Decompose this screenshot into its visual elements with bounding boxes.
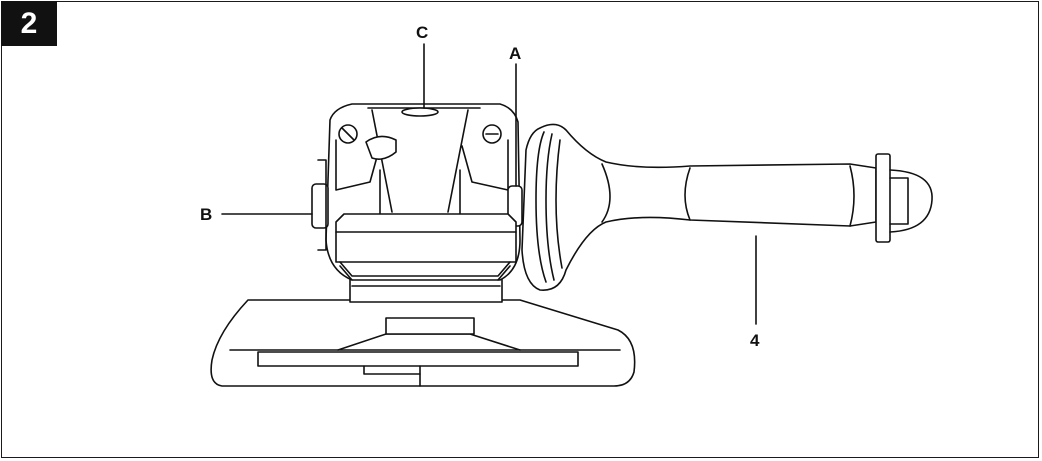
figure-number-badge: 2: [1, 1, 57, 46]
wheel-guard: [210, 295, 636, 387]
gear-head: [311, 103, 523, 281]
callout-b: B: [200, 205, 212, 224]
leader-lines: [221, 43, 757, 325]
callout-4: 4: [750, 331, 760, 350]
callout-c: C: [416, 23, 428, 42]
callout-a: A: [509, 44, 521, 63]
side-handle: [521, 123, 933, 291]
